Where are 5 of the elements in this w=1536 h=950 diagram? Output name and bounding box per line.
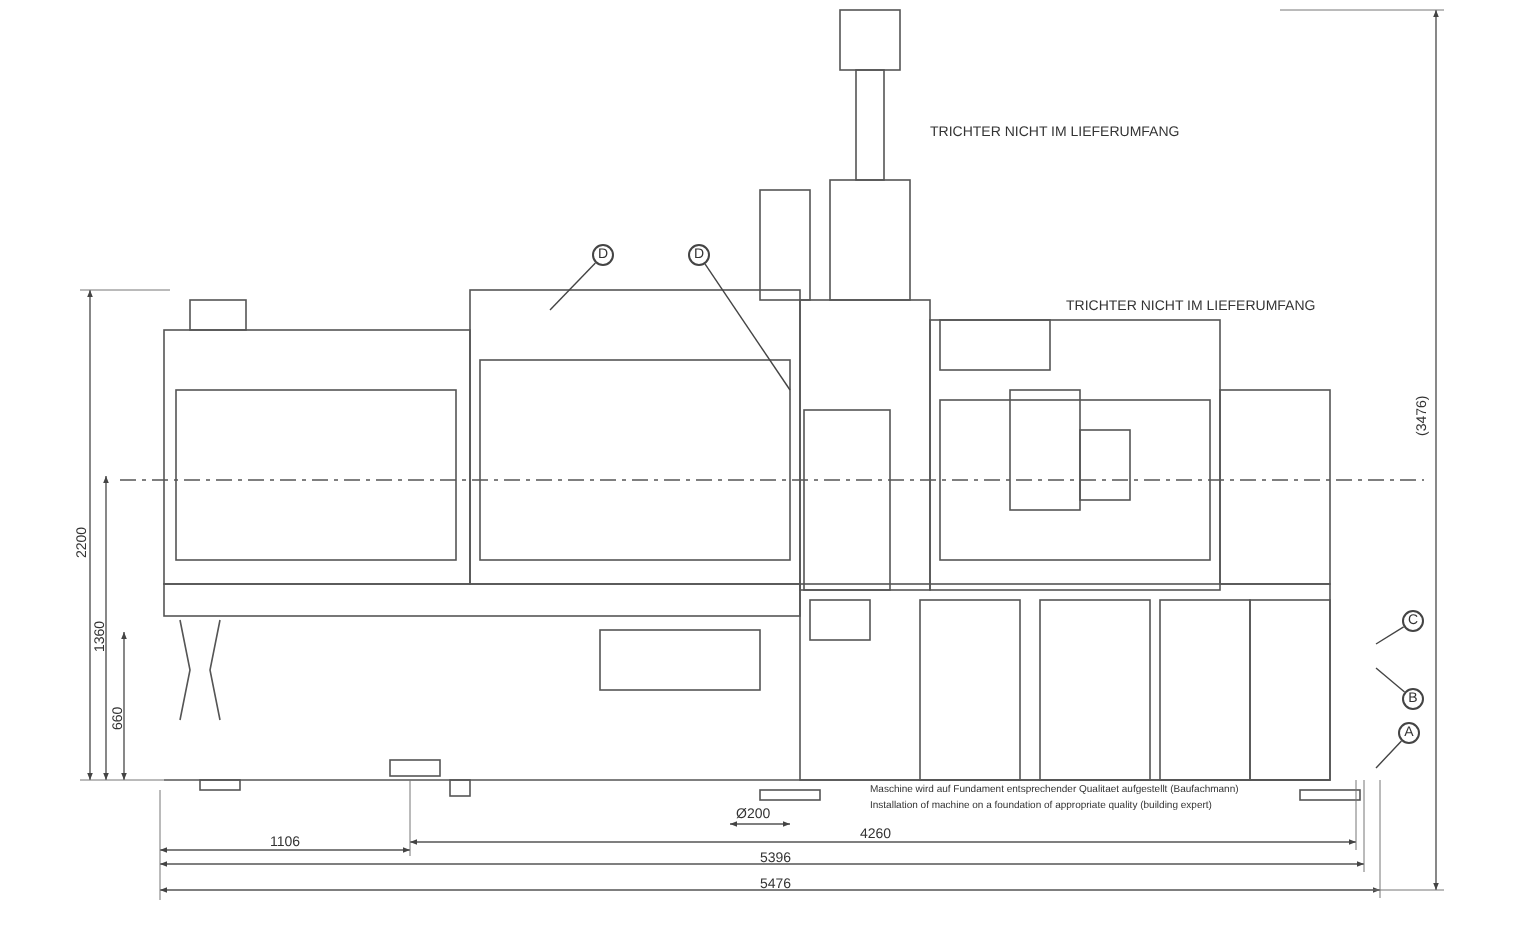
leader-line	[1375, 740, 1403, 769]
leader-line	[1375, 626, 1405, 645]
leader-line	[549, 262, 597, 311]
leader-line	[1375, 667, 1406, 693]
leader-line	[704, 263, 791, 391]
